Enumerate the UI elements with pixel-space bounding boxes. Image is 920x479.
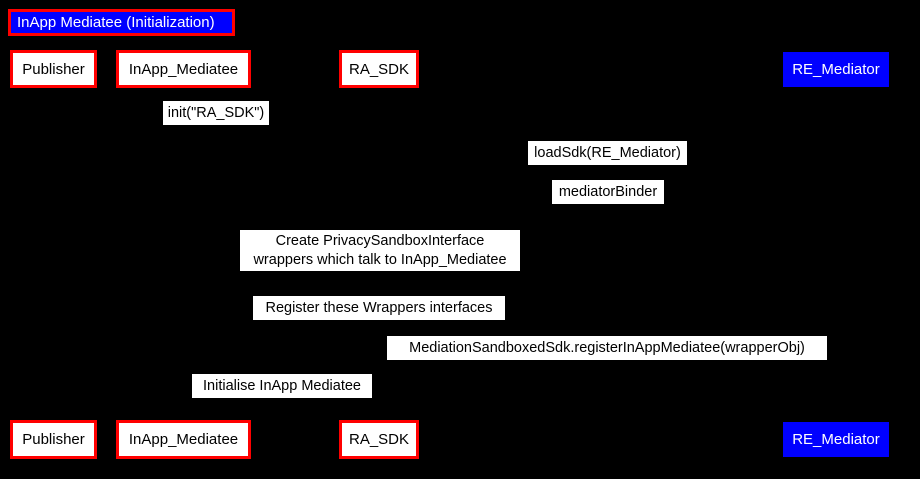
participant-bottom-publisher[interactable]: Publisher	[10, 420, 97, 459]
lifeline-publisher	[53, 88, 54, 419]
diagram-title-box: InApp Mediatee (Initialization)	[8, 9, 235, 36]
message-line-1	[53, 125, 183, 126]
message-label-initialise-inapp-mediatee: Initialise InApp Mediatee	[192, 374, 372, 398]
message-text: Register these Wrappers interfaces	[265, 300, 493, 316]
participant-label: RE_Mediator	[792, 61, 880, 78]
participant-bottom-re-mediator[interactable]: RE_Mediator	[783, 422, 889, 457]
message-text-line-1: Create PrivacySandboxInterface	[275, 233, 485, 249]
participant-label: RA_SDK	[348, 431, 410, 448]
participant-top-re-mediator[interactable]: RE_Mediator	[783, 52, 889, 87]
participant-bottom-inapp-mediatee[interactable]: InApp_Mediatee	[116, 420, 251, 459]
message-text: loadSdk(RE_Mediator)	[534, 145, 681, 161]
message-label-load-sdk: loadSdk(RE_Mediator)	[528, 141, 687, 165]
participant-top-publisher[interactable]: Publisher	[10, 50, 97, 88]
participant-top-inapp-mediatee[interactable]: InApp_Mediatee	[116, 50, 251, 88]
participant-label: RA_SDK	[348, 60, 410, 78]
message-text: Initialise InApp Mediatee	[203, 378, 361, 394]
participant-top-ra-sdk[interactable]: RA_SDK	[339, 50, 419, 88]
message-line-7	[53, 398, 183, 399]
message-label-mediator-binder: mediatorBinder	[552, 180, 664, 204]
message-label-init: init("RA_SDK")	[163, 101, 269, 125]
lifeline-inapp-mediatee	[183, 88, 184, 419]
message-text: mediatorBinder	[558, 184, 658, 200]
participant-label: RE_Mediator	[792, 431, 880, 448]
participant-label: InApp_Mediatee	[128, 431, 239, 448]
message-text-line-2: wrappers which talk to InApp_Mediatee	[253, 252, 507, 268]
message-line-5	[183, 320, 379, 321]
participant-bottom-ra-sdk[interactable]: RA_SDK	[339, 420, 419, 459]
participant-label: Publisher	[22, 431, 85, 448]
participant-label: InApp_Mediatee	[128, 60, 239, 78]
participant-label: Publisher	[22, 60, 85, 78]
message-label-create-wrappers: Create PrivacySandboxInterface wrappers …	[240, 230, 520, 271]
message-label-register-wrappers: Register these Wrappers interfaces	[253, 296, 505, 320]
diagram-title-label: InApp Mediatee (Initialization)	[17, 14, 215, 31]
message-label-register-inapp-mediatee: MediationSandboxedSdk.registerInAppMedia…	[387, 336, 827, 360]
lifeline-re-mediator	[836, 87, 837, 419]
message-text: init("RA_SDK")	[167, 105, 265, 121]
message-text: MediationSandboxedSdk.registerInAppMedia…	[409, 340, 805, 356]
